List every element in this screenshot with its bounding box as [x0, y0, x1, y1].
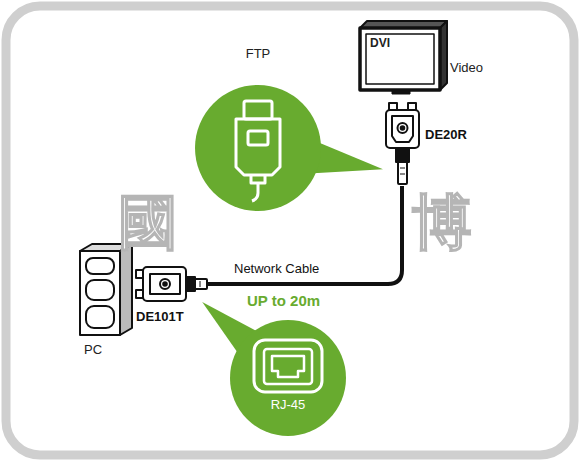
- device-label: Video: [450, 61, 483, 76]
- circle-outline-part-part: [248, 131, 268, 145]
- de101t-connector-part: [160, 279, 170, 289]
- de20r-connector-part: [392, 116, 413, 142]
- circle-outline-part-part: [236, 119, 280, 175]
- circle-outline-part-part: [252, 183, 258, 201]
- de20r-connector-part: [400, 174, 405, 175]
- monitor-drawing-part: [360, 28, 440, 90]
- pc-tower-part: [86, 306, 114, 328]
- de20r-connector-part: [401, 126, 405, 130]
- de20r-connector-part: [408, 103, 416, 110]
- circle-outline: [230, 320, 346, 436]
- pc-tower-part: [86, 280, 114, 300]
- de101t-connector-part: [136, 270, 143, 278]
- edge-label: Network Cable: [232, 262, 321, 277]
- de101t-connector-part: [163, 282, 167, 286]
- de101t-connector-part: [200, 281, 201, 287]
- de101t-connector-part: [143, 267, 186, 301]
- circle-outline-part: [236, 101, 280, 201]
- circle-outline-part-part: [272, 356, 304, 377]
- screen-text: DVI: [370, 37, 390, 51]
- outer-frame: [6, 6, 574, 455]
- distance-note: UP to 20m: [247, 292, 320, 309]
- pc: PC: [78, 243, 134, 336]
- circle-outline-part: [230, 320, 346, 436]
- circle-outline-part: [195, 85, 321, 211]
- callout-pointer: [314, 142, 384, 173]
- de20r-connector: [386, 103, 419, 184]
- de101t-connector-part: [136, 290, 143, 298]
- circle-outline-part-part: [251, 175, 265, 183]
- pc-tower-part: [86, 258, 114, 274]
- monitor-drawing-part: [366, 34, 434, 84]
- circle-outline: [195, 85, 321, 211]
- de101t-connector: [136, 267, 207, 301]
- de20r-connector-part: [396, 148, 409, 162]
- device-label: PC: [84, 343, 102, 358]
- monitor: DVIVideo: [362, 30, 438, 88]
- watermark: 國: [118, 188, 178, 257]
- de20r-connector-part: [389, 103, 397, 110]
- monitor-drawing: [360, 21, 447, 94]
- monitor-drawing-part: [392, 90, 410, 94]
- callout-title: FTP: [195, 47, 321, 62]
- pointer-wedge: [314, 142, 384, 173]
- circle-outline-part-part: [254, 340, 322, 392]
- transmitter-connector: DE101T: [136, 266, 208, 302]
- de101t-connector-part: [186, 277, 195, 291]
- circle-outline-part: [254, 340, 322, 392]
- outer-frame-part: [6, 6, 574, 455]
- receiver-connector: DE20R: [383, 102, 421, 186]
- pc-tower: [80, 244, 132, 335]
- de101t-connector-part: [150, 274, 180, 294]
- circle-outline-part-part: [264, 349, 312, 384]
- watermark: 博: [412, 188, 472, 257]
- rj45-callout-circle: RJ-45: [230, 320, 346, 436]
- de20r-connector-part: [400, 168, 405, 169]
- ftp-callout-circle: FTP: [195, 85, 321, 211]
- callout-title: RJ-45: [230, 398, 346, 413]
- pc-tower-part: [120, 244, 132, 335]
- de101t-connector-part: [195, 279, 207, 289]
- part-name: DE101T: [136, 310, 184, 325]
- de20r-connector-part: [386, 110, 419, 148]
- part-name: DE20R: [425, 128, 467, 143]
- pc-tower-part: [80, 251, 120, 335]
- circle-outline-part-part: [244, 101, 272, 119]
- de20r-connector-part: [398, 123, 408, 133]
- de20r-connector-part: [398, 162, 407, 184]
